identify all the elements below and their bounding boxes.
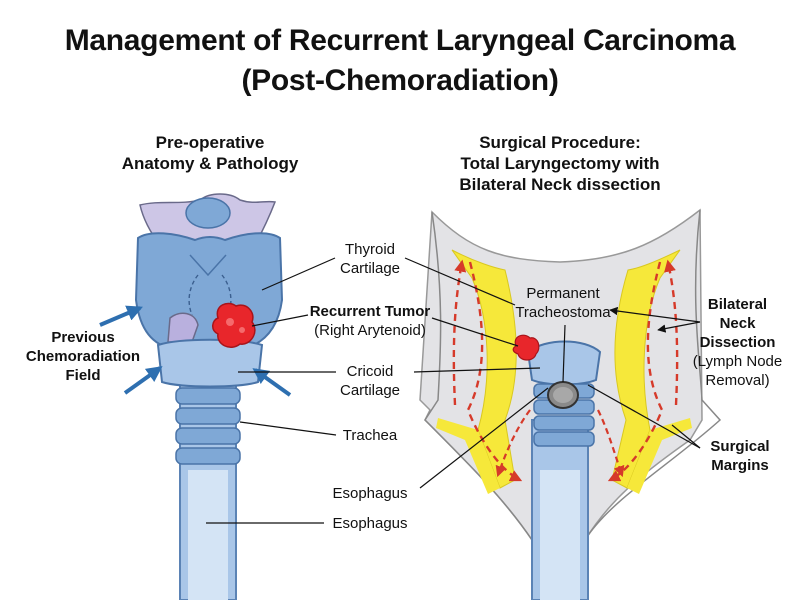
tracheostoma-label: Permanent Tracheostoma bbox=[515, 285, 611, 321]
right-heading-line-2: Total Laryngectomy with bbox=[460, 154, 660, 173]
thyroid-notch bbox=[189, 254, 227, 277]
main-title-line-1: Management of Recurrent Laryngeal Carcin… bbox=[64, 24, 736, 57]
leader-thyroid bbox=[261, 257, 336, 291]
field-arrow-3 bbox=[252, 368, 292, 397]
tracheostoma-inner bbox=[553, 387, 573, 403]
epiglottis-tip bbox=[185, 197, 231, 229]
neck-dissection-label: Bilateral Neck Dissection (Lymph Node Re… bbox=[692, 296, 783, 389]
esophagus-lumen bbox=[188, 470, 228, 600]
trachea-label: Trachea bbox=[342, 427, 398, 444]
surgical-margins-label: Surgical Margins bbox=[710, 438, 770, 474]
right-dissection-arrow bbox=[607, 261, 664, 482]
esophagus-upper-label: Esophagus bbox=[332, 485, 408, 502]
right-margin-lower bbox=[627, 418, 692, 494]
leader-tumor bbox=[251, 314, 309, 327]
recurrent-tumor bbox=[212, 302, 256, 348]
left-heading-line-1: Pre-operative bbox=[155, 133, 265, 152]
previous-chemoradiation-label: Previous Chemoradiation Field bbox=[25, 329, 141, 384]
main-title-line-2: (Post-Chemoradiation) bbox=[241, 64, 559, 97]
esophagus-lower-label: Esophagus bbox=[332, 515, 408, 532]
resected-tumor bbox=[512, 334, 540, 361]
leader-stoma bbox=[562, 324, 566, 383]
leader-neck-dissection-2 bbox=[657, 321, 701, 333]
left-arytenoid bbox=[167, 312, 199, 343]
right-heading-line-3: Bilateral Neck dissection bbox=[459, 175, 661, 194]
larynx-anatomy bbox=[99, 193, 337, 600]
arytenoid-dashes-left bbox=[188, 274, 199, 316]
leader-margins-1 bbox=[587, 384, 701, 449]
esophagus-lumen-right bbox=[540, 470, 580, 600]
right-margin-band bbox=[611, 249, 681, 489]
leader-cricoid-to-stoma bbox=[413, 367, 541, 373]
leader-tumor-to-stoma bbox=[431, 317, 519, 347]
left-heading: Pre-operative Anatomy & Pathology bbox=[90, 132, 330, 174]
leader-trachea bbox=[239, 421, 337, 436]
cricoid-cartilage-shape bbox=[156, 338, 264, 388]
neck-outline bbox=[424, 209, 722, 541]
recurrent-tumor-label: Recurrent Tumor (Right Arytenoid) bbox=[309, 303, 431, 339]
right-heading: Surgical Procedure: Total Laryngectomy w… bbox=[430, 132, 690, 195]
trachea-rings bbox=[175, 387, 241, 465]
leader-neck-dissection-1 bbox=[609, 306, 701, 323]
leader-thyroid-to-stoma bbox=[404, 257, 516, 306]
central-dissection-arrow-right bbox=[597, 409, 625, 478]
field-arrow-2 bbox=[123, 366, 163, 395]
left-dissection-arrow bbox=[466, 261, 523, 482]
left-heading-line-2: Anatomy & Pathology bbox=[121, 154, 299, 173]
right-heading-line-1: Surgical Procedure: bbox=[479, 133, 641, 152]
thyroid-cartilage-label: Thyroid Cartilage bbox=[339, 241, 401, 277]
left-margin-band bbox=[451, 249, 517, 489]
surgical-procedure bbox=[404, 208, 722, 600]
leader-esophagus-upper bbox=[419, 387, 549, 489]
cricoid-cartilage-label: Cricoid Cartilage bbox=[339, 363, 401, 399]
field-arrow-1 bbox=[99, 305, 143, 327]
leader-margins-2 bbox=[671, 424, 701, 449]
left-margin-lower bbox=[436, 418, 500, 494]
